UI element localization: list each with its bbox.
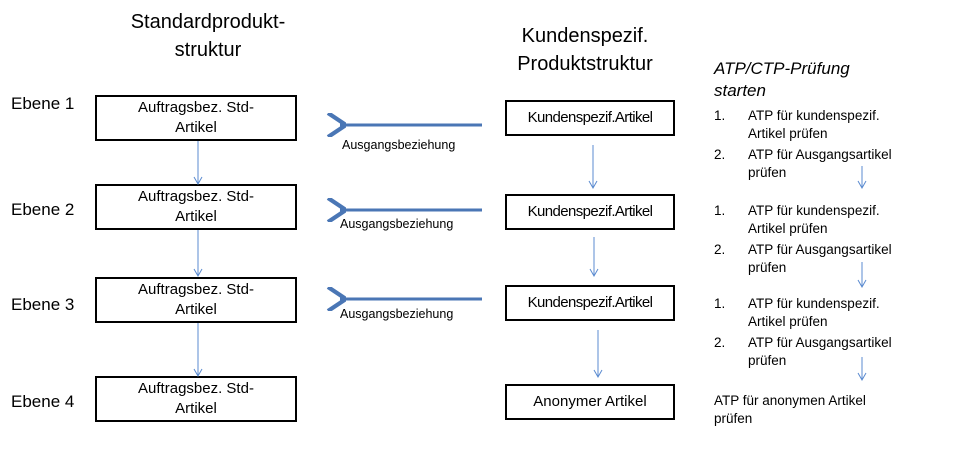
level-label: Ebene 2 xyxy=(11,200,75,219)
step-text: ATP für Ausgangsartikel prüfen xyxy=(748,242,892,275)
std-article-box: Auftragsbez. Std- Artikel xyxy=(95,376,297,422)
customer-article-box: Kundenspezif.Artikel xyxy=(505,194,675,230)
step-text: ATP für Ausgangsartikel prüfen xyxy=(748,147,892,180)
level-label: Ebene 3 xyxy=(11,295,75,314)
anonymous-article-box: Anonymer Artikel xyxy=(505,384,675,420)
arrow-head xyxy=(193,368,203,378)
level-label: Ebene 1 xyxy=(11,94,75,113)
step-number: 1. xyxy=(714,108,726,123)
std-article-box: Auftragsbez. Std- Artikel xyxy=(95,184,297,230)
arrow-head xyxy=(589,268,599,278)
std-article-box: Auftragsbez. Std- Artikel xyxy=(95,95,297,141)
relation-label: Ausgangsbeziehung xyxy=(340,307,454,321)
customer-article-box: Kundenspezif.Artikel xyxy=(505,285,675,321)
standard-structure-title: Standardprodukt- struktur xyxy=(130,11,286,61)
std-article-box: Auftragsbez. Std- Artikel xyxy=(95,277,297,323)
step-text: ATP für Ausgangsartikel prüfen xyxy=(748,335,892,368)
customer-article-box: Kundenspezif.Artikel xyxy=(505,100,675,136)
arrow-head xyxy=(193,268,203,278)
arrow-head xyxy=(593,369,603,379)
step-text: ATP für kundenspezif. Artikel prüfen xyxy=(748,296,880,329)
arrow-head xyxy=(857,180,867,190)
step-number: 2. xyxy=(714,242,726,257)
arrow-head xyxy=(857,279,867,289)
relation-label: Ausgangsbeziehung xyxy=(340,217,454,231)
step-number: 1. xyxy=(714,296,726,311)
atp-final-step: ATP für anonymen Artikel prüfen xyxy=(714,393,866,426)
arrow-head xyxy=(588,180,598,190)
arrow-head xyxy=(193,176,203,186)
relation-label: Ausgangsbeziehung xyxy=(342,138,456,152)
arrow-head xyxy=(857,372,867,382)
step-text: ATP für kundenspezif. Artikel prüfen xyxy=(748,203,880,236)
step-text: ATP für kundenspezif. Artikel prüfen xyxy=(748,108,880,141)
step-number: 1. xyxy=(714,203,726,218)
customer-structure-title: Kundenspezif. Produktstruktur xyxy=(517,25,653,75)
step-number: 2. xyxy=(714,335,726,350)
atp-ctp-title: ATP/CTP-Prüfung starten xyxy=(714,59,850,100)
step-number: 2. xyxy=(714,147,726,162)
level-label: Ebene 4 xyxy=(11,392,75,411)
